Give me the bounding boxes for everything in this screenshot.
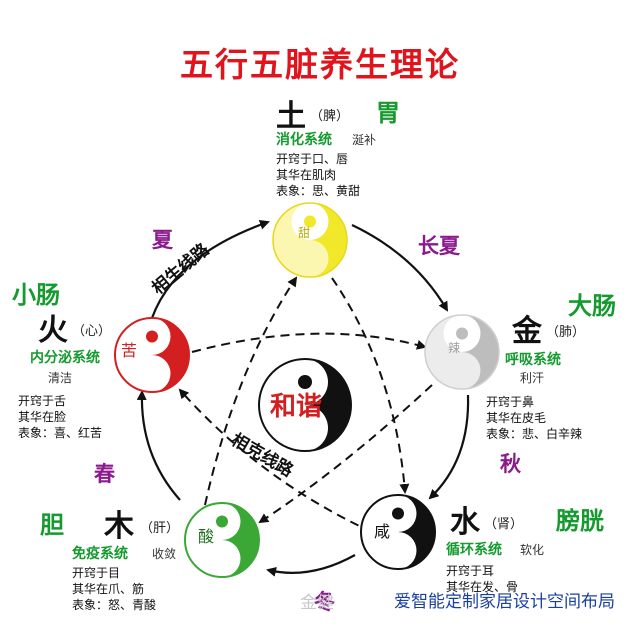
taste-water: 咸 (374, 522, 390, 541)
taste-wood: 酸 (198, 527, 214, 546)
element-metal: 金 (512, 314, 542, 349)
organ-earth: （脾） (310, 109, 350, 124)
organ-metal: （肺） (546, 325, 586, 340)
yinyang-center (258, 358, 352, 452)
generating-arrow-fire-earth (150, 219, 270, 319)
generating-arrow-metal-water (428, 394, 470, 500)
detail-metal-1: 开窍于鼻 (486, 395, 535, 409)
detail-fire-3: 表象：喜、红苦 (18, 426, 103, 440)
fu-organ-wood: 胆 (40, 511, 64, 539)
detail-wood-3: 表象：怒、青酸 (72, 598, 157, 612)
yinyang-metal (424, 314, 500, 390)
watermark-text: 爱智能定制家居设计空间布局 (394, 592, 615, 612)
system-earth: 消化系统 (276, 132, 332, 148)
fluid-water: 软化 (520, 543, 545, 557)
season-winter: 冬 (314, 590, 335, 614)
taste-earth: 甜 (298, 226, 310, 240)
controlling-arrow-fire-metal (191, 332, 427, 353)
controlling-arrow-water-fire (178, 388, 373, 533)
fluid-wood: 收敛 (152, 547, 177, 561)
fu-organ-water: 膀胱 (556, 507, 604, 535)
center-label: 和谐 (270, 392, 322, 422)
detail-water-1: 开窍于耳 (446, 564, 495, 578)
fluid-fire: 清洁 (48, 371, 73, 385)
system-metal: 呼吸系统 (505, 352, 561, 368)
generating-arrow-earth-metal (351, 224, 449, 312)
detail-metal-3: 表象：悲、白辛辣 (486, 427, 583, 441)
detail-water-2: 其华在发、骨 (446, 580, 519, 594)
fluid-metal: 利汗 (520, 371, 545, 385)
generating-arrow-wood-fire (136, 390, 181, 501)
season-late-summer: 长夏 (418, 234, 460, 258)
fu-organ-metal: 大肠 (568, 292, 616, 320)
element-earth: 土 (276, 99, 306, 134)
season-summer: 夏 (152, 228, 173, 252)
organ-wood: （肝） (140, 521, 180, 536)
element-water: 水 (450, 505, 480, 540)
detail-metal-2: 其华在皮毛 (486, 411, 547, 425)
fu-organ-fire: 小肠 (12, 281, 60, 309)
detail-fire-2: 其华在脸 (18, 410, 67, 424)
detail-earth-1: 开窍于口、唇 (276, 152, 349, 166)
detail-fire-1: 开窍于舌 (18, 394, 67, 408)
detail-earth-2: 其华在肌肉 (276, 168, 337, 182)
system-water: 循环系统 (446, 542, 502, 558)
detail-earth-3: 表象：思、黄甜 (276, 184, 361, 198)
watermark-faded: 金健 (300, 593, 334, 613)
taste-metal: 辣 (448, 341, 460, 355)
organ-water: （肾） (484, 517, 524, 532)
fu-organ-earth: 胃 (376, 99, 400, 127)
page-title: 五行五脏养生理论 (180, 45, 460, 84)
element-wood: 木 (104, 509, 134, 544)
organ-fire: （心） (72, 324, 112, 339)
season-spring: 春 (94, 462, 115, 486)
generating-arrow-water-wood (266, 554, 356, 577)
fluid-earth: 涎补 (352, 133, 377, 147)
yinyang-water (360, 494, 436, 570)
element-fire: 火 (38, 313, 68, 348)
taste-fire: 苦 (121, 341, 137, 360)
yinyang-earth (272, 202, 348, 278)
controlling-arrow-metal-wood (258, 384, 433, 524)
detail-wood-1: 开窍于目 (72, 566, 121, 580)
system-wood: 免疫系统 (72, 546, 128, 562)
season-autumn: 秋 (500, 452, 521, 476)
detail-wood-2: 其华在爪、筋 (72, 582, 145, 596)
controlling-arrow-wood-earth (204, 276, 298, 506)
system-fire: 内分泌系统 (30, 350, 100, 366)
yinyang-wood (184, 502, 260, 578)
yinyang-fire (114, 317, 190, 393)
controlling-arrow-earth-water (331, 277, 410, 494)
